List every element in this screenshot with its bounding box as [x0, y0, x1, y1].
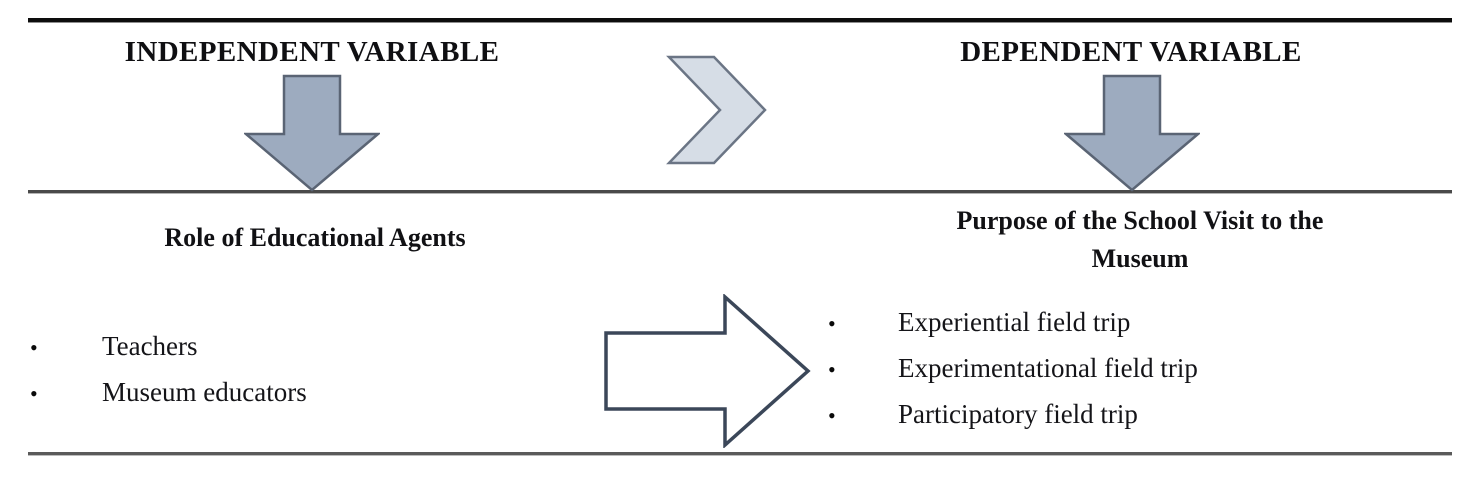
list-item: • Participatory field trip — [828, 392, 1438, 438]
down-arrow-icon — [1064, 74, 1200, 192]
dependent-variable-label: DEPENDENT VARIABLE — [960, 36, 1302, 68]
list-item-label: Experiential field trip — [898, 307, 1131, 337]
list-item: • Museum educators — [30, 370, 550, 416]
right-arrow-icon — [604, 294, 811, 448]
top-divider-rule — [28, 18, 1452, 22]
middle-divider-rule — [28, 190, 1452, 193]
list-item-label: Teachers — [102, 331, 198, 361]
bullet-icon: • — [828, 403, 836, 428]
purpose-of-school-visit-heading: Purpose of the School Visit to the Museu… — [848, 202, 1432, 278]
chevron-right-icon — [666, 55, 767, 165]
bullet-icon: • — [828, 357, 836, 382]
list-item-label: Experimentational field trip — [898, 353, 1198, 383]
list-item: • Experimentational field trip — [828, 346, 1438, 392]
bottom-divider-rule — [28, 452, 1452, 455]
bullet-icon: • — [30, 335, 38, 360]
role-of-educational-agents-heading: Role of Educational Agents — [164, 223, 466, 252]
bullet-icon: • — [828, 311, 836, 336]
list-item-label: Museum educators — [102, 377, 307, 407]
field-trip-purpose-list: • Experiential field trip • Experimentat… — [828, 300, 1438, 438]
bullet-icon: • — [30, 381, 38, 406]
down-arrow-icon — [244, 74, 380, 192]
independent-variable-label: INDEPENDENT VARIABLE — [124, 36, 500, 68]
list-item-label: Participatory field trip — [898, 399, 1138, 429]
educational-agents-list: • Teachers • Museum educators — [30, 324, 550, 416]
heading-line-2: Museum — [1091, 244, 1189, 273]
heading-line-1: Purpose of the School Visit to the — [956, 206, 1324, 235]
list-item: • Experiential field trip — [828, 300, 1438, 346]
list-item: • Teachers — [30, 324, 550, 370]
